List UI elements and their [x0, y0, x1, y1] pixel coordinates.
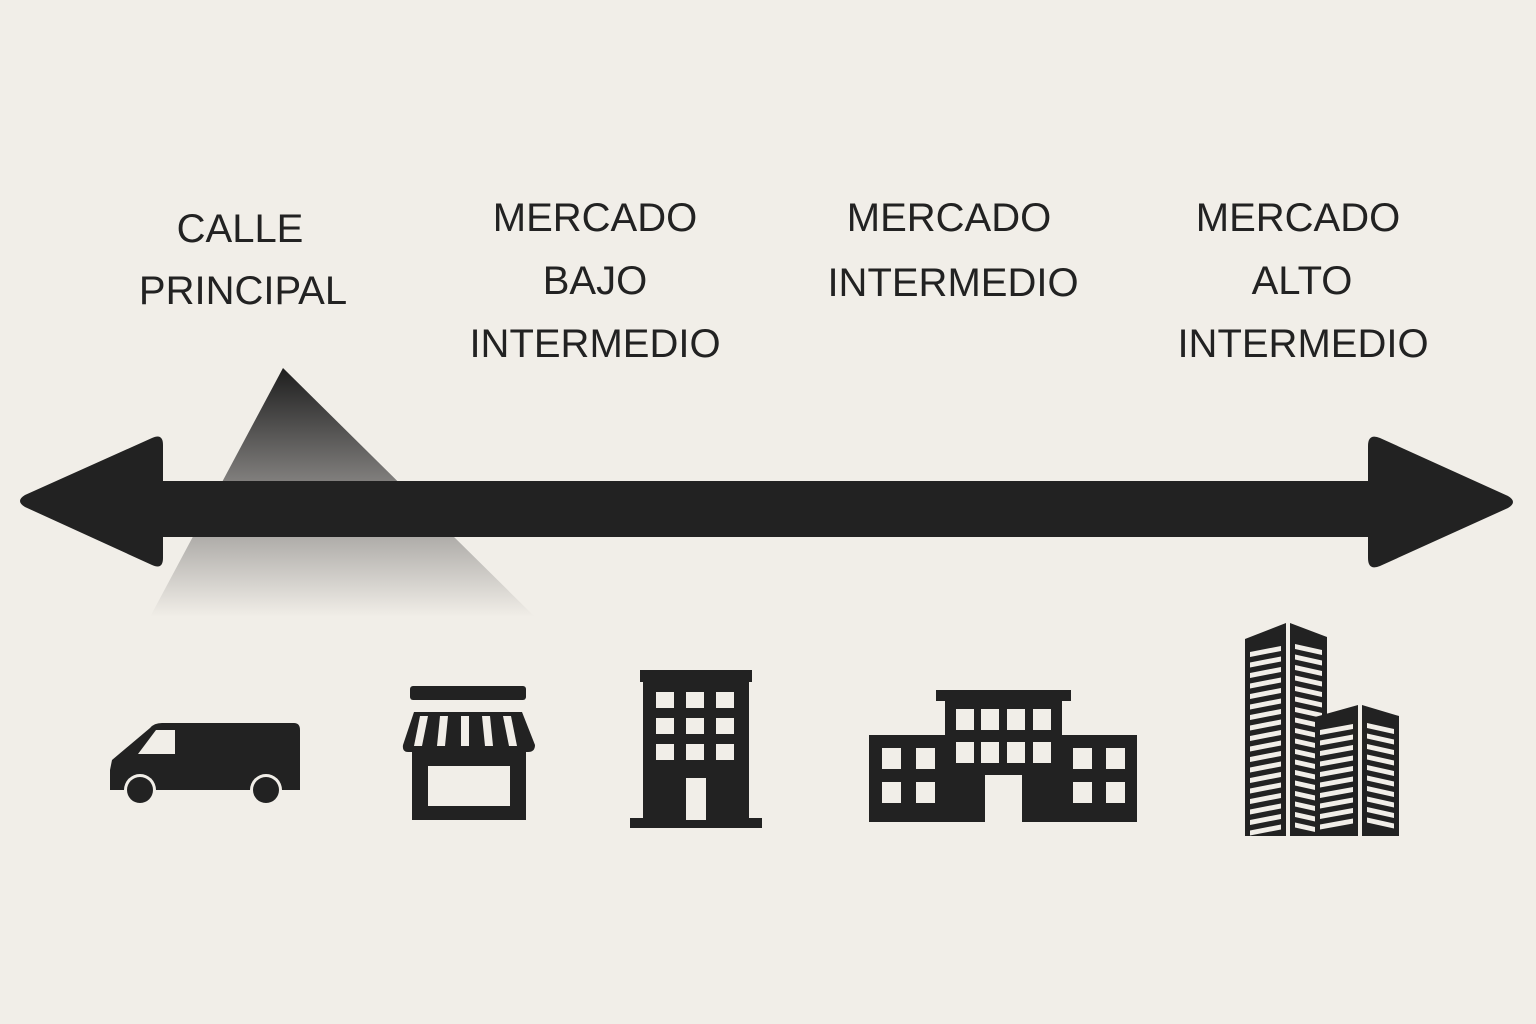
- window: [1033, 709, 1051, 730]
- window: [882, 782, 901, 803]
- window-slat: [1250, 751, 1281, 762]
- window-slat: [1367, 733, 1394, 745]
- window: [656, 692, 674, 708]
- arrow-left-head: [20, 436, 163, 567]
- window: [916, 782, 935, 803]
- window: [716, 744, 734, 760]
- window-slat: [1250, 646, 1281, 657]
- window-slat: [1295, 644, 1322, 655]
- window-slat: [1320, 797, 1353, 809]
- window-slat: [1320, 787, 1353, 798]
- window-slat: [1367, 807, 1394, 818]
- van-icon: [110, 723, 300, 806]
- window-slat: [1250, 772, 1281, 783]
- window-slat: [1250, 730, 1281, 741]
- skyscrapers-icon: [1245, 623, 1399, 836]
- window: [1007, 709, 1025, 730]
- window-slat: [1320, 766, 1353, 777]
- window-slat: [1320, 745, 1353, 756]
- window-slat: [1295, 686, 1322, 697]
- window: [1073, 748, 1092, 769]
- window-slat: [1250, 824, 1281, 836]
- label-line: ALTO: [1252, 259, 1353, 303]
- window-slat: [1320, 755, 1353, 767]
- window-slat: [1250, 782, 1281, 794]
- window-slat: [1320, 724, 1353, 735]
- window: [956, 709, 974, 730]
- label-line: CALLE: [177, 207, 304, 251]
- window: [686, 744, 704, 760]
- window: [1106, 748, 1125, 769]
- window-slat: [1295, 665, 1322, 676]
- window-slat: [1250, 793, 1281, 804]
- window-slat: [1295, 707, 1322, 718]
- label-calle-principal: CALLE PRINCIPAL: [139, 207, 347, 313]
- window-slat: [1367, 775, 1394, 787]
- label-line: BAJO: [543, 259, 647, 303]
- arrow-right-head: [1368, 436, 1513, 568]
- label-line: PRINCIPAL: [139, 269, 347, 313]
- double-arrow: [20, 436, 1513, 568]
- school-building-icon: [869, 690, 1137, 823]
- window-slat: [1250, 761, 1281, 773]
- window: [981, 709, 999, 730]
- window-slat: [1367, 817, 1394, 829]
- window-slat: [1367, 765, 1394, 776]
- window: [716, 718, 734, 734]
- label-line: INTERMEDIO: [1177, 322, 1428, 366]
- window-slat: [1250, 719, 1281, 731]
- window-slat: [1295, 675, 1322, 687]
- window-slat: [1250, 740, 1281, 752]
- window-slat: [1367, 786, 1394, 797]
- window-slat: [1320, 734, 1353, 746]
- window-slat: [1250, 698, 1281, 710]
- window-slat: [1320, 808, 1353, 819]
- window-slat: [1367, 744, 1394, 755]
- label-line: MERCADO: [847, 196, 1051, 240]
- window-slat: [1250, 667, 1281, 678]
- small-building-icon: [630, 670, 762, 828]
- window: [981, 742, 999, 763]
- window: [882, 748, 901, 769]
- label-line: INTERMEDIO: [469, 322, 720, 366]
- label-line: MERCADO: [1196, 196, 1400, 240]
- window-slat: [1250, 677, 1281, 689]
- storefront-icon: [402, 686, 535, 820]
- window: [1106, 782, 1125, 803]
- window: [656, 744, 674, 760]
- window: [916, 748, 935, 769]
- window-slat: [1295, 654, 1322, 666]
- window: [686, 692, 704, 708]
- window: [716, 692, 734, 708]
- label-line: MERCADO: [493, 196, 697, 240]
- window: [1033, 742, 1051, 763]
- window-slat: [1295, 696, 1322, 708]
- window-slat: [1250, 814, 1281, 825]
- window-slat: [1367, 723, 1394, 734]
- label-mercado-alto-intermedio: MERCADO ALTO INTERMEDIO: [1177, 196, 1428, 366]
- window-slat: [1250, 709, 1281, 720]
- window-slat: [1320, 776, 1353, 788]
- label-mercado-intermedio: MERCADO INTERMEDIO: [827, 196, 1078, 305]
- window: [956, 742, 974, 763]
- label-mercado-bajo-intermedio: MERCADO BAJO INTERMEDIO: [469, 196, 720, 366]
- window: [1007, 742, 1025, 763]
- window-slat: [1367, 754, 1394, 766]
- window: [656, 718, 674, 734]
- window-slat: [1250, 803, 1281, 815]
- window-slat: [1367, 796, 1394, 808]
- window: [686, 718, 704, 734]
- window-slat: [1320, 818, 1353, 830]
- label-line: INTERMEDIO: [827, 261, 1078, 305]
- window-slat: [1250, 656, 1281, 668]
- window: [1073, 782, 1092, 803]
- window-slat: [1250, 688, 1281, 699]
